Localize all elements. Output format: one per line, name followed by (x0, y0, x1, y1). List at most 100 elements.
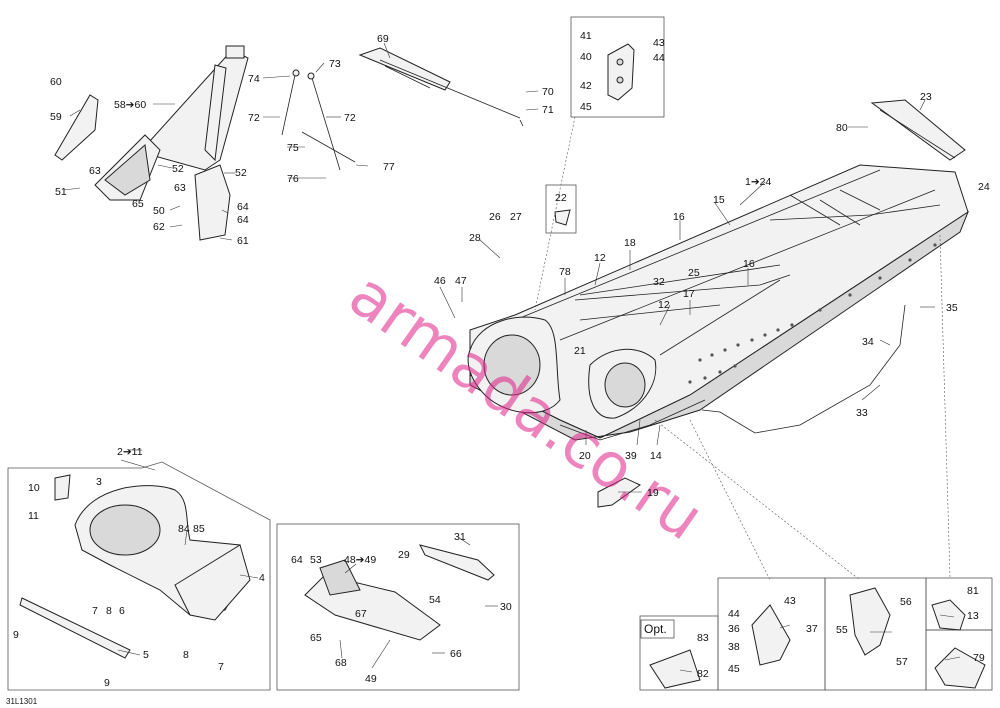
callout-85: 85 (193, 523, 205, 535)
callout-38: 38 (728, 641, 740, 653)
callout-26: 26 (489, 211, 501, 223)
callout-80: 80 (836, 122, 848, 134)
callout-56: 56 (900, 596, 912, 608)
callout-65b: 65 (310, 632, 322, 644)
callout-10: 10 (28, 482, 40, 494)
callout-45b: 45 (728, 663, 740, 675)
callout-4: 4 (259, 572, 265, 584)
callout-7a: 7 (92, 605, 98, 617)
callout-2-11: 2➔11 (117, 446, 143, 458)
opt-tag-box (640, 619, 675, 639)
callout-73: 73 (329, 58, 341, 70)
callout-30: 30 (500, 601, 512, 613)
callout-29: 29 (398, 549, 410, 561)
callout-75: 75 (287, 142, 299, 154)
callout-25: 25 (688, 267, 700, 279)
callout-49: 49 (365, 673, 377, 685)
callout-82: 82 (697, 668, 709, 680)
callout-27: 27 (510, 211, 522, 223)
callout-42: 42 (580, 80, 592, 92)
callout-40: 40 (580, 51, 592, 63)
callout-21: 21 (574, 345, 586, 357)
callout-32: 32 (653, 276, 665, 288)
optional-box (639, 615, 719, 691)
callout-41: 41 (580, 30, 592, 42)
callout-12b: 12 (658, 299, 670, 311)
callout-81: 81 (967, 585, 979, 597)
callout-72a: 72 (248, 112, 260, 124)
callout-51: 51 (55, 186, 67, 198)
callout-33: 33 (856, 407, 868, 419)
callout-54: 54 (429, 594, 441, 606)
callout-55: 55 (836, 624, 848, 636)
front-frame-detail (19, 474, 251, 659)
tie-rods (281, 69, 356, 171)
callout-64b: 64 (237, 214, 249, 226)
callout-76: 76 (287, 173, 299, 185)
callout-83: 83 (697, 632, 709, 644)
callout-24: 24 (978, 181, 990, 193)
opt-label: Opt. (644, 622, 667, 636)
callout-39: 39 (625, 450, 637, 462)
callout-58-60: 58➔60 (114, 99, 146, 111)
callout-68: 68 (335, 657, 347, 669)
callout-16a: 16 (673, 211, 685, 223)
callout-5: 5 (143, 649, 149, 661)
callout-19: 19 (647, 487, 659, 499)
callout-45a: 45 (580, 101, 592, 113)
footrest-detail-box (276, 523, 520, 691)
callout-6: 6 (119, 605, 125, 617)
callout-9b: 9 (104, 677, 110, 689)
callout-44a: 44 (653, 52, 665, 64)
bracket-detail-box-top (570, 16, 665, 118)
callout-28: 28 (469, 232, 481, 244)
callout-62: 62 (153, 221, 165, 233)
callout-78: 78 (559, 266, 571, 278)
callout-7b: 7 (218, 661, 224, 673)
callout-13: 13 (967, 610, 979, 622)
callout-14: 14 (650, 450, 662, 462)
callout-69: 69 (377, 33, 389, 45)
callout-22: 22 (555, 192, 567, 204)
steering-column (358, 47, 524, 127)
callout-8b: 8 (183, 649, 189, 661)
callout-52b: 52 (235, 167, 247, 179)
callout-67: 67 (355, 608, 367, 620)
front-frame-detail-box (7, 461, 271, 691)
tunnel-frame (467, 164, 970, 441)
callout-23: 23 (920, 91, 932, 103)
callout-61: 61 (237, 235, 249, 247)
rear-extension-part-23 (870, 99, 966, 161)
callout-66: 66 (450, 648, 462, 660)
bracket-part-19 (597, 477, 641, 508)
callout-36: 36 (728, 623, 740, 635)
callout-35: 35 (946, 302, 958, 314)
rail-part-33 (701, 304, 906, 434)
callout-31: 31 (454, 531, 466, 543)
callout-64a: 64 (237, 201, 249, 213)
callout-79: 79 (973, 652, 985, 664)
callout-46: 46 (434, 275, 446, 287)
callout-20: 20 (579, 450, 591, 462)
callout-16b: 16 (743, 258, 755, 270)
callout-3: 3 (96, 476, 102, 488)
callout-18: 18 (624, 237, 636, 249)
steering-support (54, 45, 249, 241)
callout-63a: 63 (89, 165, 101, 177)
callout-52a: 52 (172, 163, 184, 175)
callout-59: 59 (50, 111, 62, 123)
right-detail-brackets (649, 587, 986, 689)
callout-50: 50 (153, 205, 165, 217)
callout-60: 60 (50, 76, 62, 88)
callout-17: 17 (683, 288, 695, 300)
leader-lines (63, 42, 961, 673)
callout-37: 37 (806, 623, 818, 635)
callout-12a: 12 (594, 252, 606, 264)
callout-63b: 63 (174, 182, 186, 194)
callout-34: 34 (862, 336, 874, 348)
callout-9a: 9 (13, 629, 19, 641)
callout-48-49: 48➔49 (344, 554, 376, 566)
tunnel-holes (688, 243, 937, 384)
callout-77: 77 (383, 161, 395, 173)
